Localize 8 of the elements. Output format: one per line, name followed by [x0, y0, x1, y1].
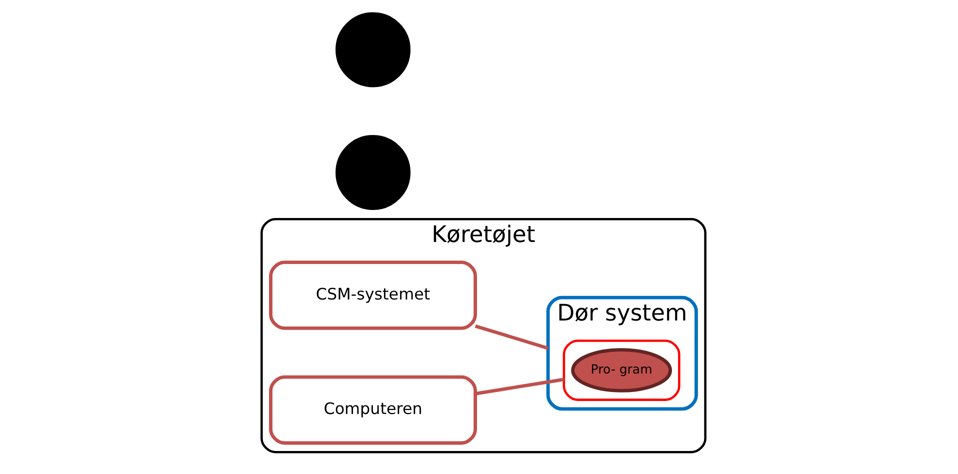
connector — [474, 378, 564, 396]
node-ellipse: Pro- gram — [570, 348, 672, 392]
cluster — [562, 340, 680, 401]
node-box: CSM-systemet — [268, 260, 476, 330]
node-box: Computeren — [268, 375, 476, 445]
node-circle — [335, 12, 410, 88]
connector — [474, 324, 548, 350]
node-circle — [335, 135, 410, 210]
